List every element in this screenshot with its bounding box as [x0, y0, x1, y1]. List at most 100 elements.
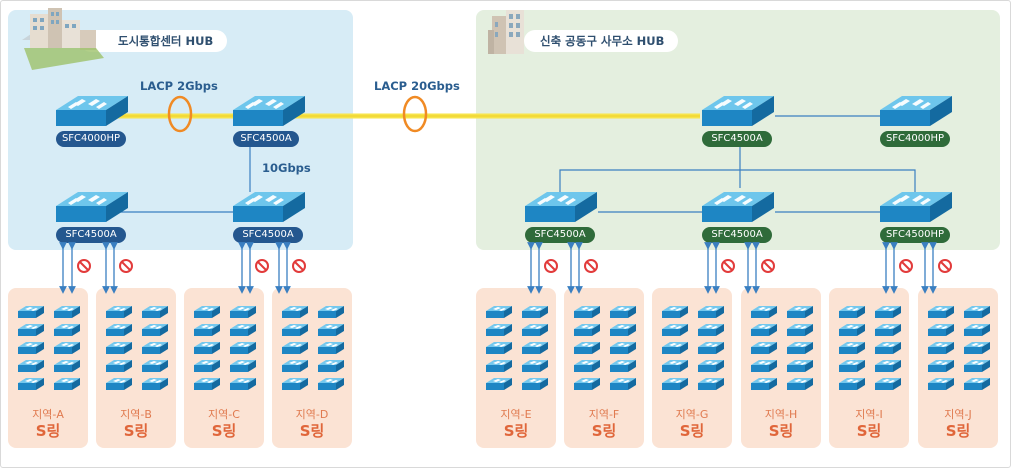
- mini-switch-icon: [142, 324, 168, 336]
- mini-switch-icon: [839, 342, 865, 354]
- mini-switch-icon: [522, 324, 548, 336]
- mini-switch-icon: [574, 306, 600, 318]
- mini-switch-icon: [751, 306, 777, 318]
- mini-switch-icon: [610, 306, 636, 318]
- mini-switch-icon: [928, 360, 954, 372]
- mini-switch-icon: [318, 324, 344, 336]
- mini-switch-icon: [662, 324, 688, 336]
- mini-switch-icon: [54, 342, 80, 354]
- mini-switch-icon: [142, 306, 168, 318]
- mini-switch-icon: [662, 360, 688, 372]
- mini-switch-icon: [875, 360, 901, 372]
- mini-switch-icon: [486, 342, 512, 354]
- no-entry-icon: [761, 259, 775, 273]
- switch-label-right-access-b: SFC4500A: [702, 227, 772, 243]
- mini-switch-icon: [839, 360, 865, 372]
- region-ring: S링: [503, 422, 529, 440]
- switch-label-right-access-a: SFC4500A: [525, 227, 595, 243]
- region-ring: S링: [856, 422, 882, 440]
- mini-switch-icon: [486, 378, 512, 390]
- region-ring: S링: [945, 422, 971, 440]
- mini-switch-icon: [194, 306, 220, 318]
- mini-switch-icon: [662, 342, 688, 354]
- mini-switch-icon: [751, 342, 777, 354]
- switch-label-right-side: SFC4000HP: [880, 131, 950, 147]
- right-hub-title: 신축 공동구 사무소 HUB: [524, 30, 679, 52]
- region-name: 지역-I: [855, 408, 883, 421]
- mini-switch-icon: [751, 360, 777, 372]
- mini-switch-icon: [106, 378, 132, 390]
- lacp-2g-ring: [167, 95, 193, 133]
- mini-switch-icon: [230, 306, 256, 318]
- mini-switch-icon: [928, 342, 954, 354]
- switch-label-left-access-b: SFC4500A: [233, 227, 303, 243]
- mini-switch-icon: [194, 378, 220, 390]
- mini-switch-icon: [522, 378, 548, 390]
- mini-switch-icon: [875, 378, 901, 390]
- mini-switch-icon: [18, 378, 44, 390]
- no-entry-icon: [544, 259, 558, 273]
- mini-switch-icon: [574, 378, 600, 390]
- mini-switch-icon: [875, 342, 901, 354]
- mini-switch-icon: [18, 360, 44, 372]
- mini-switch-icon: [230, 360, 256, 372]
- mini-switch-icon: [106, 342, 132, 354]
- region-name: 지역-D: [295, 408, 329, 421]
- mini-switch-icon: [574, 360, 600, 372]
- mini-switch-icon: [282, 378, 308, 390]
- mini-switch-icon: [610, 324, 636, 336]
- mini-switch-icon: [698, 378, 724, 390]
- mini-switch-icon: [964, 306, 990, 318]
- no-entry-icon: [77, 259, 91, 273]
- mini-switch-icon: [54, 306, 80, 318]
- mini-switch-icon: [751, 378, 777, 390]
- region-name: 지역-A: [32, 408, 64, 421]
- region-ring: S링: [211, 422, 237, 440]
- ten-gig-label: 10Gbps: [262, 161, 311, 175]
- region-ring: S링: [35, 422, 61, 440]
- mini-switch-icon: [928, 378, 954, 390]
- no-entry-icon: [292, 259, 306, 273]
- region-ring: S링: [679, 422, 705, 440]
- mini-switch-icon: [54, 378, 80, 390]
- mini-switch-icon: [230, 342, 256, 354]
- mini-switch-icon: [194, 324, 220, 336]
- mini-switch-icon: [522, 342, 548, 354]
- no-entry-icon: [584, 259, 598, 273]
- region-ring: S링: [123, 422, 149, 440]
- mini-switch-icon: [964, 342, 990, 354]
- mini-switch-icon: [18, 324, 44, 336]
- mini-switch-icon: [610, 378, 636, 390]
- mini-switch-icon: [964, 324, 990, 336]
- mini-switch-icon: [282, 324, 308, 336]
- no-entry-icon: [255, 259, 269, 273]
- mini-switch-icon: [230, 378, 256, 390]
- lacp-20g-ring: [402, 95, 428, 133]
- mini-switch-icon: [54, 360, 80, 372]
- mini-switch-icon: [787, 342, 813, 354]
- no-entry-icon: [721, 259, 735, 273]
- mini-switch-icon: [662, 306, 688, 318]
- mini-switch-icon: [142, 360, 168, 372]
- no-entry-icon: [938, 259, 952, 273]
- mini-switch-icon: [787, 360, 813, 372]
- mini-switch-icon: [610, 360, 636, 372]
- mini-switch-icon: [964, 360, 990, 372]
- mini-switch-icon: [106, 360, 132, 372]
- mini-switch-icon: [839, 324, 865, 336]
- mini-switch-icon: [282, 306, 308, 318]
- region-name: 지역-G: [675, 408, 709, 421]
- mini-switch-icon: [194, 360, 220, 372]
- mini-switch-icon: [698, 306, 724, 318]
- mini-switch-icon: [486, 324, 512, 336]
- right-distribution-link: [559, 169, 916, 196]
- mini-switch-icon: [875, 324, 901, 336]
- region-name: 지역-J: [944, 408, 972, 421]
- lacp-20g-label: LACP 20Gbps: [374, 79, 460, 93]
- region-ring: S링: [299, 422, 325, 440]
- mini-switch-icon: [486, 306, 512, 318]
- mini-switch-icon: [142, 378, 168, 390]
- mini-switch-icon: [787, 306, 813, 318]
